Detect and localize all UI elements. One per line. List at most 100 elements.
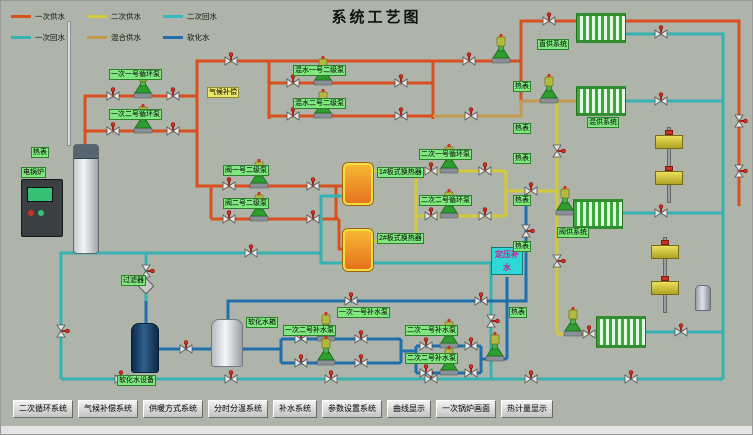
- control-valve-assembly-upper: [651, 127, 687, 203]
- pump-icon: [485, 331, 505, 362]
- heat-exchanger-1: [343, 163, 373, 205]
- label-climate-compensation: 气候补偿: [207, 87, 239, 98]
- valve-icon: [464, 107, 478, 121]
- valve-icon: [552, 144, 566, 158]
- radiator-direct-system: [576, 13, 626, 43]
- label-heat-exchanger-1: 1#板式换热器: [377, 167, 424, 178]
- pump-icon: [555, 185, 575, 216]
- legend-label: 混合供水: [111, 33, 141, 42]
- boiler-vessel: [73, 144, 99, 254]
- btn-makeup-water-system[interactable]: 补水系统: [273, 400, 317, 418]
- valve-icon: [286, 107, 300, 121]
- valve-icon: [224, 370, 238, 384]
- valve-icon: [286, 74, 300, 88]
- radiator-lower-system: [596, 316, 646, 348]
- valve-icon: [552, 254, 566, 268]
- control-valve-icon: [651, 281, 679, 295]
- legend-swatch-secondary-return: [163, 15, 183, 18]
- legend-label: 二次供水: [111, 12, 141, 21]
- legend-item-primary-supply: 一次供水: [11, 11, 87, 22]
- btn-heat-metering-display[interactable]: 热计量显示: [501, 400, 553, 418]
- label-heat-meter: 热表: [31, 147, 49, 158]
- legend-label: 二次回水: [187, 12, 217, 21]
- valve-icon: [464, 364, 478, 378]
- legend-swatch-mixed-supply: [87, 36, 107, 39]
- legend-swatch-secondary-supply: [87, 15, 107, 18]
- label-heat-meter: 热表: [513, 153, 531, 164]
- valve-icon: [56, 324, 70, 338]
- pump-icon: [563, 306, 583, 337]
- btn-secondary-circulation-system[interactable]: 二次循环系统: [13, 400, 73, 418]
- label-pump-primary2: 一次二号循环泵: [109, 109, 162, 120]
- valve-icon: [419, 364, 433, 378]
- legend-swatch-primary-supply: [11, 15, 31, 18]
- label-filter: 过滤器: [121, 275, 146, 286]
- softened-water-tank: [211, 319, 243, 367]
- label-pump-makeup-p1: 一次一号补水泵: [337, 307, 390, 318]
- label-softener: 软化水设备: [117, 375, 156, 386]
- label-electric-boiler: 电锅炉: [21, 167, 46, 178]
- heat-exchanger-2: [343, 229, 373, 271]
- label-pump-secondary2: 二次二号循环泵: [419, 195, 472, 206]
- bottom-strip: [1, 426, 752, 434]
- valve-icon: [542, 12, 556, 26]
- valve-stem: [663, 237, 667, 313]
- label-pump-valve1: 阀一号二级泵: [223, 165, 269, 176]
- valve-icon: [394, 107, 408, 121]
- valve-icon: [222, 177, 236, 191]
- label-heat-meter: 热表: [513, 195, 531, 206]
- valve-icon: [324, 370, 338, 384]
- valve-icon: [224, 52, 238, 66]
- btn-climate-compensation-system[interactable]: 气候补偿系统: [78, 400, 138, 418]
- valve-icon: [464, 337, 478, 351]
- valve-actuator-icon: [661, 240, 669, 245]
- valve-icon: [306, 177, 320, 191]
- label-pump-valve2: 阀二号二级泵: [223, 198, 269, 209]
- control-valve-icon: [651, 245, 679, 259]
- boiler-vessel-cap: [74, 145, 98, 159]
- indicator-green: [38, 210, 44, 216]
- valve-icon: [179, 340, 193, 354]
- page-title: 系统工艺图: [331, 9, 422, 26]
- label-pump-makeup-s1: 二次一号补水泵: [405, 325, 458, 336]
- control-valve-icon: [655, 135, 683, 149]
- valve-icon: [294, 354, 308, 368]
- valve-icon: [654, 92, 668, 106]
- pump-icon: [491, 33, 511, 64]
- valve-icon: [654, 204, 668, 218]
- legend-item-secondary-supply: 二次供水: [87, 11, 163, 22]
- valve-icon: [654, 25, 668, 39]
- legend-item-softened-water: 软化水: [163, 32, 239, 43]
- boiler-flue: [67, 21, 71, 146]
- valve-icon: [524, 182, 538, 196]
- legend-label: 软化水: [187, 33, 210, 42]
- valve-icon: [106, 122, 120, 136]
- label-pump-makeup-s2: 二次二号补水泵: [405, 353, 458, 364]
- btn-parameter-settings-system[interactable]: 参数设置系统: [322, 400, 382, 418]
- valve-icon: [424, 162, 438, 176]
- btn-primary-boiler-screen[interactable]: 一次锅炉画面: [436, 400, 496, 418]
- valve-icon: [306, 210, 320, 224]
- primary-supply-pipes: [83, 19, 741, 251]
- label-heat-meter: 热表: [513, 81, 531, 92]
- valve-icon: [474, 292, 488, 306]
- btn-heating-mode-system[interactable]: 供暖方式系统: [143, 400, 203, 418]
- valve-icon: [106, 87, 120, 101]
- btn-curve-display[interactable]: 曲线显示: [387, 400, 431, 418]
- valve-stem: [667, 127, 671, 203]
- valve-icon: [166, 122, 180, 136]
- valve-actuator-icon: [665, 166, 673, 171]
- valve-icon: [478, 162, 492, 176]
- expansion-vessel: [695, 285, 711, 311]
- valve-icon: [624, 370, 638, 384]
- label-heat-meter: 热表: [509, 307, 527, 318]
- label-pump-mix2: 混水二号二级泵: [293, 98, 346, 109]
- valve-icon: [244, 244, 258, 258]
- water-softener-unit: [131, 323, 159, 373]
- btn-time-temp-zoning-system[interactable]: 分时分温系统: [208, 400, 268, 418]
- legend-label: 一次供水: [35, 12, 65, 21]
- label-soft-tank: 软化水箱: [246, 317, 278, 328]
- bottom-button-bar: 二次循环系统 气候补偿系统 供暖方式系统 分时分温系统 补水系统 参数设置系统 …: [13, 400, 553, 418]
